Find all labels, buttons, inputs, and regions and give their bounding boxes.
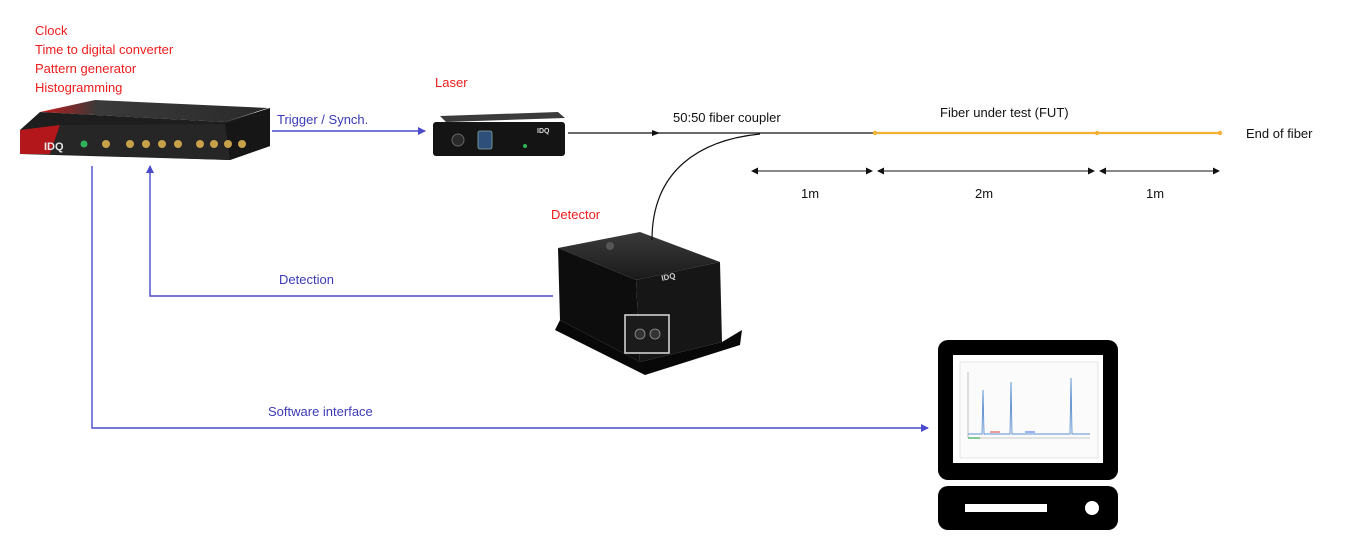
tdc-label-tdc: Time to digital converter (35, 42, 174, 57)
laser-device (433, 112, 565, 156)
tdc-power-led (80, 140, 88, 148)
signal-lines (91, 127, 929, 432)
fut-label: Fiber under test (FUT) (940, 105, 1069, 120)
detection-arrow (146, 165, 553, 297)
segment-2-label: 2m (975, 186, 994, 201)
fiber-direction-arrow (652, 130, 660, 136)
segment-1-label: 1m (801, 186, 820, 201)
detector-label: Detector (551, 207, 601, 222)
tdc-connectors (102, 140, 246, 148)
segment-3-label: 1m (1146, 186, 1165, 201)
end-of-fiber-label: End of fiber (1246, 126, 1313, 141)
software-label: Software interface (268, 404, 373, 419)
coupler-branch (651, 133, 761, 241)
detector-brand: IDQ (661, 271, 677, 283)
computer-icon (938, 340, 1118, 530)
tdc-label-clock: Clock (35, 23, 68, 38)
laser-label: Laser (435, 75, 468, 90)
tdc-label-pattern: Pattern generator (35, 61, 137, 76)
trigger-label: Trigger / Synch. (277, 112, 369, 127)
tdc-label-histogram: Histogramming (35, 80, 123, 95)
laser-brand: IDQ (537, 128, 550, 135)
detection-label: Detection (279, 272, 334, 287)
tdc-brand: IDQ (44, 141, 64, 153)
monitor-screen-plot (959, 361, 1099, 459)
tdc-device (20, 100, 270, 160)
fiber-path (568, 130, 1223, 241)
coupler-label: 50:50 fiber coupler (673, 110, 781, 125)
detector-device (555, 232, 742, 375)
software-arrow (91, 166, 929, 432)
